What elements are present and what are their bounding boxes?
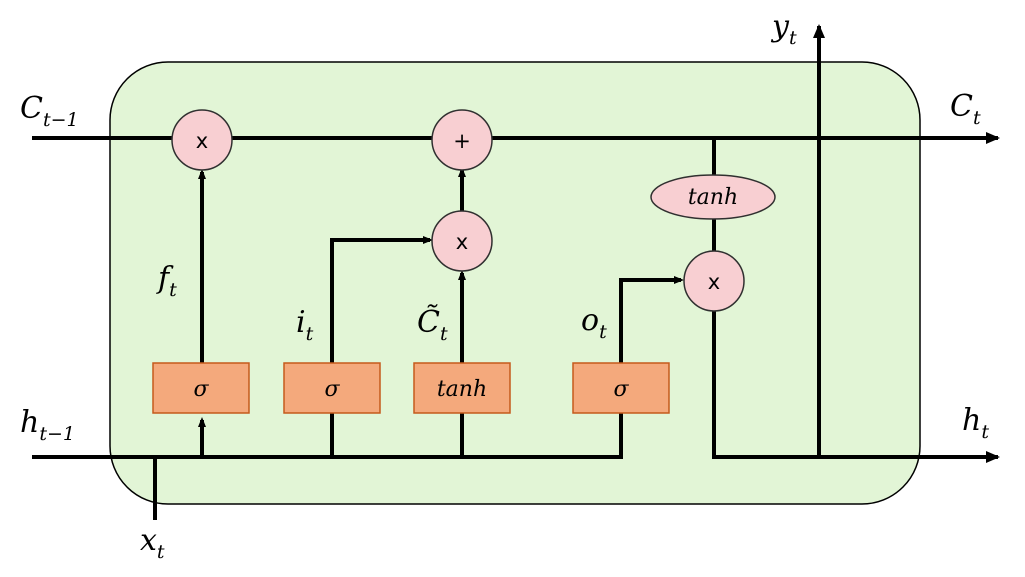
input-gate-label: σ xyxy=(324,377,340,402)
candidate-signal-label: C̃t xyxy=(417,305,448,345)
y-out-sub: t xyxy=(789,27,797,49)
hidden-prev-label: ht−1 xyxy=(20,405,75,445)
input-signal-label: it xyxy=(296,305,314,345)
cell-out-base: C xyxy=(950,89,973,124)
y-out-label: yt xyxy=(770,9,797,49)
output-signal-label: ot xyxy=(581,303,607,343)
forget-gate-label: σ xyxy=(193,377,209,402)
hidden-out-label: ht xyxy=(962,403,989,443)
cell-tanh-label: tanh xyxy=(688,185,738,210)
cell-prev-base: C xyxy=(20,91,43,126)
output-signal-base: o xyxy=(581,303,599,338)
input-signal-sub: t xyxy=(306,323,314,345)
cell-prev-label: Ct−1 xyxy=(20,91,79,131)
x-input-sub: t xyxy=(157,541,165,563)
lstm-cell-body xyxy=(109,61,921,505)
forget-mul-symbol: x xyxy=(196,129,208,153)
forget-signal-sub: t xyxy=(169,279,177,301)
output-gate-label: σ xyxy=(613,377,629,402)
cell-out-label: Ct xyxy=(950,89,981,129)
input-signal-base: i xyxy=(296,305,306,340)
y-out-base: y xyxy=(770,9,790,44)
forget-gate-box xyxy=(152,362,250,414)
hidden-prev-base: h xyxy=(20,405,39,440)
candidate-signal-sub: t xyxy=(440,323,448,345)
x-input-label: xt xyxy=(140,523,165,563)
x-input-base: x xyxy=(140,523,157,558)
cell-prev-sub: t−1 xyxy=(43,109,79,131)
input-mul-circle xyxy=(431,210,493,272)
hidden-out-base: h xyxy=(962,403,981,438)
hidden-output-line xyxy=(712,311,1000,463)
input-mul-symbol: x xyxy=(456,230,468,254)
candidate-signal-base: C̃ xyxy=(417,305,440,340)
candidate-gate-label: tanh xyxy=(437,377,487,402)
cell-tanh-ellipse xyxy=(650,174,776,220)
candidate-gate-box xyxy=(413,362,511,414)
forget-mul-circle xyxy=(171,109,233,171)
output-mul-symbol: x xyxy=(708,270,720,294)
hidden-out-sub: t xyxy=(981,421,989,443)
cell-out-sub: t xyxy=(973,107,981,129)
output-mul-circle xyxy=(683,250,745,312)
output-signal-sub: t xyxy=(599,321,607,343)
hidden-prev-sub: t−1 xyxy=(39,423,75,445)
input-gate-box xyxy=(283,362,381,414)
output-signal-line xyxy=(619,276,684,363)
add-symbol: + xyxy=(453,129,471,153)
output-gate-box xyxy=(572,362,670,414)
add-circle xyxy=(431,109,493,171)
input-signal-line xyxy=(330,236,433,363)
